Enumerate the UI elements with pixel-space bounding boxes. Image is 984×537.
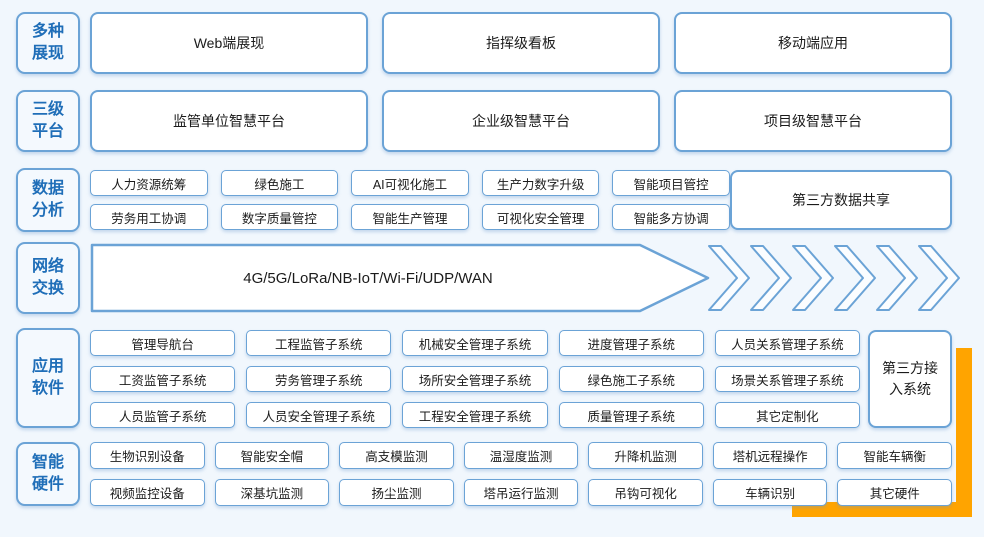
row-label-display: 多种 展现 [16,12,80,74]
app-subsystem-box: 场景关系管理子系统 [714,366,861,392]
data-analysis-box: 数字质量管控 [220,204,339,230]
app-subsystem-box: 人员关系管理子系统 [714,330,861,356]
app-subsystem-box: 工程监管子系统 [246,330,392,356]
platform-box: 项目级智慧平台 [674,90,952,152]
row-label-platform: 三级 平台 [16,90,80,152]
chevron-icon [876,245,918,311]
platform-row: 监管单位智慧平台 企业级智慧平台 项目级智慧平台 [90,90,952,152]
data-analysis-box: 劳务用工协调 [90,204,208,230]
hardware-box: 生物识别设备 [90,442,205,469]
hardware-row: 生物识别设备 智能安全帽 高支模监测 温湿度监测 升降机监测 塔机远程操作 智能… [90,442,953,506]
app-subsystem-box: 场所安全管理子系统 [402,366,548,392]
display-row: Web端展现 指挥级看板 移动端应用 [90,12,952,74]
app-subsystem-box: 机械安全管理子系统 [402,330,548,356]
app-subsystem-box: 工资监管子系统 [90,366,236,392]
data-analysis-box: 智能多方协调 [612,204,730,230]
hardware-box: 扬尘监测 [339,479,454,506]
data-analysis-box: 智能生产管理 [351,204,469,230]
hardware-box: 车辆识别 [712,479,828,506]
data-analysis-row: 人力资源统筹 绿色施工 AI可视化施工 生产力数字升级 智能项目管控 劳务用工协… [90,170,730,230]
application-row: 管理导航台 工程监管子系统 机械安全管理子系统 进度管理子系统 人员关系管理子系… [90,330,861,428]
row-label-apps: 应用 软件 [16,328,80,428]
highlight-bar-vertical [956,348,972,516]
hardware-box: 深基坑监测 [214,479,330,506]
hardware-box: 智能车辆衡 [837,442,953,469]
platform-box: 企业级智慧平台 [382,90,660,152]
hardware-box: 吊钩可视化 [588,479,703,506]
network-protocols: 4G/5G/LoRa/NB-IoT/Wi-Fi/UDP/WAN [243,269,493,287]
data-analysis-box: 生产力数字升级 [481,170,600,196]
app-subsystem-box: 工程安全管理子系统 [402,402,548,428]
app-subsystem-box: 管理导航台 [90,330,236,356]
platform-box: 监管单位智慧平台 [90,90,368,152]
app-subsystem-box: 人员监管子系统 [90,402,236,428]
chevron-icon [834,245,876,311]
app-subsystem-box: 劳务管理子系统 [246,366,392,392]
row-label-hardware: 智能 硬件 [16,442,80,506]
row-label-data: 数据 分析 [16,168,80,232]
hardware-box: 高支模监测 [339,442,454,469]
data-analysis-box: 绿色施工 [220,170,339,196]
app-subsystem-box: 进度管理子系统 [558,330,704,356]
chevron-icon [918,245,960,311]
network-row: 4G/5G/LoRa/NB-IoT/Wi-Fi/UDP/WAN [90,243,712,313]
hardware-box: 视频监控设备 [90,479,205,506]
data-analysis-box: 人力资源统筹 [90,170,208,196]
chevron-icon [750,245,792,311]
data-analysis-box: AI可视化施工 [351,170,469,196]
row-label-network: 网络 交换 [16,242,80,314]
app-subsystem-box: 绿色施工子系统 [558,366,704,392]
hardware-box: 温湿度监测 [463,442,579,469]
chevron-icon [792,245,834,311]
app-subsystem-box: 人员安全管理子系统 [246,402,392,428]
display-box: 指挥级看板 [382,12,660,74]
third-party-data-share-box: 第三方数据共享 [730,170,952,230]
hardware-box: 塔吊运行监测 [463,479,579,506]
chevron-icon [708,245,750,311]
hardware-box: 智能安全帽 [214,442,330,469]
data-analysis-box: 智能项目管控 [612,170,730,196]
hardware-box: 塔机远程操作 [712,442,828,469]
hardware-box: 其它硬件 [837,479,953,506]
hardware-box: 升降机监测 [588,442,703,469]
third-party-access-box: 第三方接入系统 [868,330,952,428]
network-arrow-shape [90,243,710,313]
network-chevrons [708,243,960,313]
data-analysis-box: 可视化安全管理 [481,204,600,230]
app-subsystem-box: 质量管理子系统 [558,402,704,428]
app-subsystem-box: 其它定制化 [714,402,861,428]
display-box: Web端展现 [90,12,368,74]
display-box: 移动端应用 [674,12,952,74]
